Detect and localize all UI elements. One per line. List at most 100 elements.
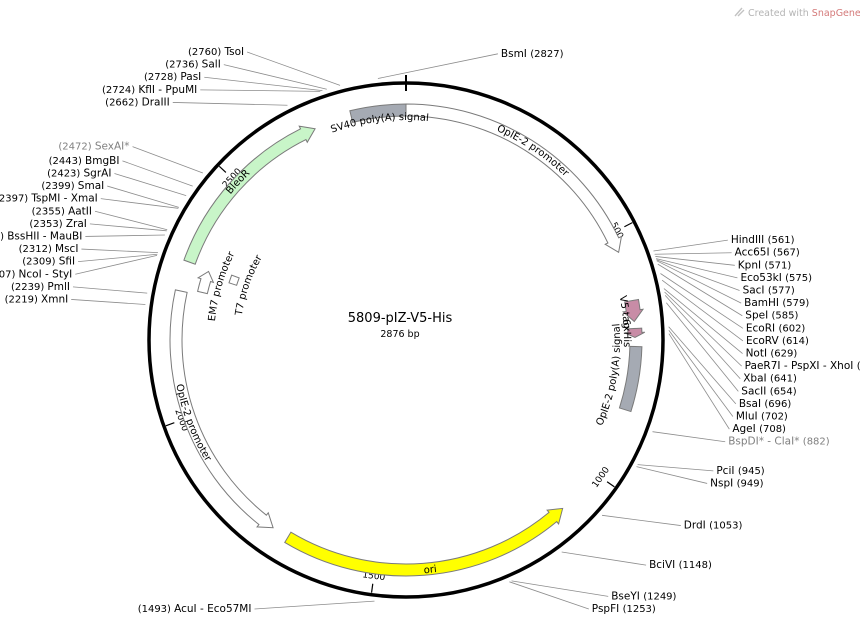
feature-ori-5-label-text: ori xyxy=(423,564,437,576)
site-bmgbi-6-label: (2443) BmgBI xyxy=(49,155,120,167)
site-eco53ki-23-label: Eco53kI (575) xyxy=(740,272,812,284)
site-bsmi-19-line xyxy=(377,53,498,79)
feature-v5-tag-2-label-text: V5 tag xyxy=(617,295,632,329)
feature-opie-2-promoter-6 xyxy=(169,289,274,529)
site-bsmi-19-position: (2827) xyxy=(530,49,563,60)
feature-ori-5-label: ori xyxy=(423,564,437,576)
tick-2500 xyxy=(218,165,227,173)
site-bamhi-25-line xyxy=(656,260,742,304)
site-ecorv-28-position: (614) xyxy=(782,336,809,347)
site-bsshii-maubi-12-position: (2345) xyxy=(0,231,7,242)
site-sali-1-name: SalI xyxy=(202,59,221,71)
site-hindiii-20-position: (561) xyxy=(768,235,795,246)
site-zrai-11-line xyxy=(89,223,167,232)
site-noti-29-label: NotI (629) xyxy=(746,348,798,360)
site-pmli-16-position: (2239) xyxy=(11,282,47,293)
site-drdi-39-line xyxy=(601,514,681,526)
feature-v5-tag-2 xyxy=(622,298,645,323)
tick-500 xyxy=(624,222,633,228)
site-acui-eco57mi-18-position: (1493) xyxy=(138,604,174,615)
site-saci-24-position: (577) xyxy=(768,286,795,297)
site-aatii-10-line xyxy=(94,210,168,231)
site-bcivi-40-name: BciVI xyxy=(649,559,679,571)
feature-em7-promoter-7-label: EM7 promoter xyxy=(207,249,238,322)
feature-em7-promoter-7-label-text: EM7 promoter xyxy=(207,249,238,322)
site-sfii-14-name: SfiI xyxy=(59,256,75,268)
feature-sv40-poly-a-signal-0-label-text: SV40 poly(A) signal xyxy=(329,112,429,136)
site-tsoi-0-line xyxy=(246,51,341,86)
site-zrai-11-position: (2353) xyxy=(29,219,65,230)
site-sexai-5-name: SexAI* xyxy=(95,141,130,153)
site-ncoi-styi-15-label: (2307) NcoI - StyI xyxy=(0,268,72,280)
site-smai-8-line xyxy=(107,185,180,208)
site-bsai-33-name: BsaI xyxy=(739,398,765,410)
site-tsoi-0-label: (2760) TsoI xyxy=(188,46,244,58)
site-bseyi-41-line xyxy=(511,580,609,597)
site-eco53ki-23-name: Eco53kI xyxy=(740,272,785,284)
site-mlui-34-line xyxy=(668,329,734,417)
site-paer7i-pspxi-xhoi-30-line xyxy=(664,291,742,367)
site-pcii-37-label: PciI (945) xyxy=(716,465,764,477)
site-kfli-ppumi-3-position: (2724) xyxy=(102,85,138,96)
feature-v5-tag-2-label: V5 tag xyxy=(617,295,632,329)
plasmid-name: 5809-pIZ-V5-His xyxy=(348,311,453,326)
site-nspi-38-label: NspI (949) xyxy=(710,477,763,489)
site-ecorv-28-name: EcoRV xyxy=(746,335,782,347)
site-spei-26-name: SpeI xyxy=(745,310,771,322)
site-pcii-37-line xyxy=(637,464,714,472)
feature-bleor-9-label-path xyxy=(191,131,315,263)
site-tspmi-xmai-9-label: (2397) TspMI - XmaI xyxy=(0,193,98,205)
site-sfii-14-line xyxy=(78,253,158,263)
site-saci-24-label: SacI (577) xyxy=(743,285,795,297)
site-zrai-11-label: (2353) ZraI xyxy=(29,218,86,230)
site-sgrai-7-label: (2423) SgrAI xyxy=(47,167,111,179)
site-paer7i-pspxi-xhoi-30-name: PaeR7I - PspXI - XhoI xyxy=(745,360,857,372)
site-smai-8-name: SmaI xyxy=(78,180,104,192)
site-bsai-33-label: BsaI (696) xyxy=(739,398,792,410)
site-noti-29-position: (629) xyxy=(770,349,797,360)
site-draiii-4-name: DraIII xyxy=(142,96,170,108)
site-mlui-34-name: MluI xyxy=(736,411,761,423)
site-xbai-31-position: (641) xyxy=(770,374,797,385)
site-sacii-32-name: SacII xyxy=(741,385,769,397)
site-aatii-10-position: (2355) xyxy=(32,206,68,217)
site-pmli-16-name: PmlI xyxy=(47,281,70,293)
site-draiii-4-position: (2662) xyxy=(105,97,141,108)
site-acui-eco57mi-18-line xyxy=(254,600,375,610)
feature-em7-promoter-7 xyxy=(196,270,215,295)
feature-sv40-poly-a-signal-0-label: SV40 poly(A) signal xyxy=(329,112,429,136)
site-draiii-4-line xyxy=(172,102,288,106)
site-pspfi-42-label: PspFI (1253) xyxy=(592,603,656,615)
feature-bleor-9 xyxy=(183,125,316,265)
site-acui-eco57mi-18-name: AcuI - Eco57MI xyxy=(174,603,251,615)
plasmid-length: 2876 bp xyxy=(380,329,419,340)
site-sexai-5-line xyxy=(132,146,203,174)
site-mlui-34-label: MluI (702) xyxy=(736,411,788,423)
site-spei-26-position: (585) xyxy=(772,311,799,322)
credit-text: Created with SnapGene® xyxy=(748,8,860,19)
feature-opie-2-promoter-1-label-text: OpIE-2 promoter xyxy=(495,123,571,179)
site-xmni-17-position: (2219) xyxy=(5,294,41,305)
site-draiii-4-label: (2662) DraIII xyxy=(105,96,170,108)
site-pspfi-42-line xyxy=(509,581,589,610)
site-bsshii-maubi-12-line xyxy=(85,234,165,237)
site-pcii-37-position: (945) xyxy=(738,466,765,477)
site-pasi-2-line xyxy=(204,76,323,92)
site-ncoi-styi-15-name: NcoI - StyI xyxy=(19,268,73,280)
site-eco53ki-23-position: (575) xyxy=(785,273,812,284)
site-bcivi-40-line xyxy=(561,551,647,566)
site-smai-8-position: (2399) xyxy=(41,181,77,192)
site-sacii-32-line xyxy=(666,302,739,392)
site-sexai-5-label: (2472) SexAI* xyxy=(58,141,129,153)
feature-t7-promoter-8 xyxy=(228,274,240,286)
site-sgrai-7-line xyxy=(114,173,187,197)
site-bamhi-25-position: (579) xyxy=(782,298,809,309)
site-bsmi-19-label: BsmI (2827) xyxy=(501,48,564,60)
site-paer7i-pspxi-xhoi-30-position: (635) xyxy=(857,361,860,372)
site-bamhi-25-label: BamHI (579) xyxy=(744,297,809,309)
site-pasi-2-name: PasI xyxy=(180,71,201,83)
site-pcii-37-name: PciI xyxy=(716,465,737,477)
site-hindiii-20-label: HindIII (561) xyxy=(731,234,795,246)
site-acui-eco57mi-18-label: (1493) AcuI - Eco57MI xyxy=(138,603,252,615)
